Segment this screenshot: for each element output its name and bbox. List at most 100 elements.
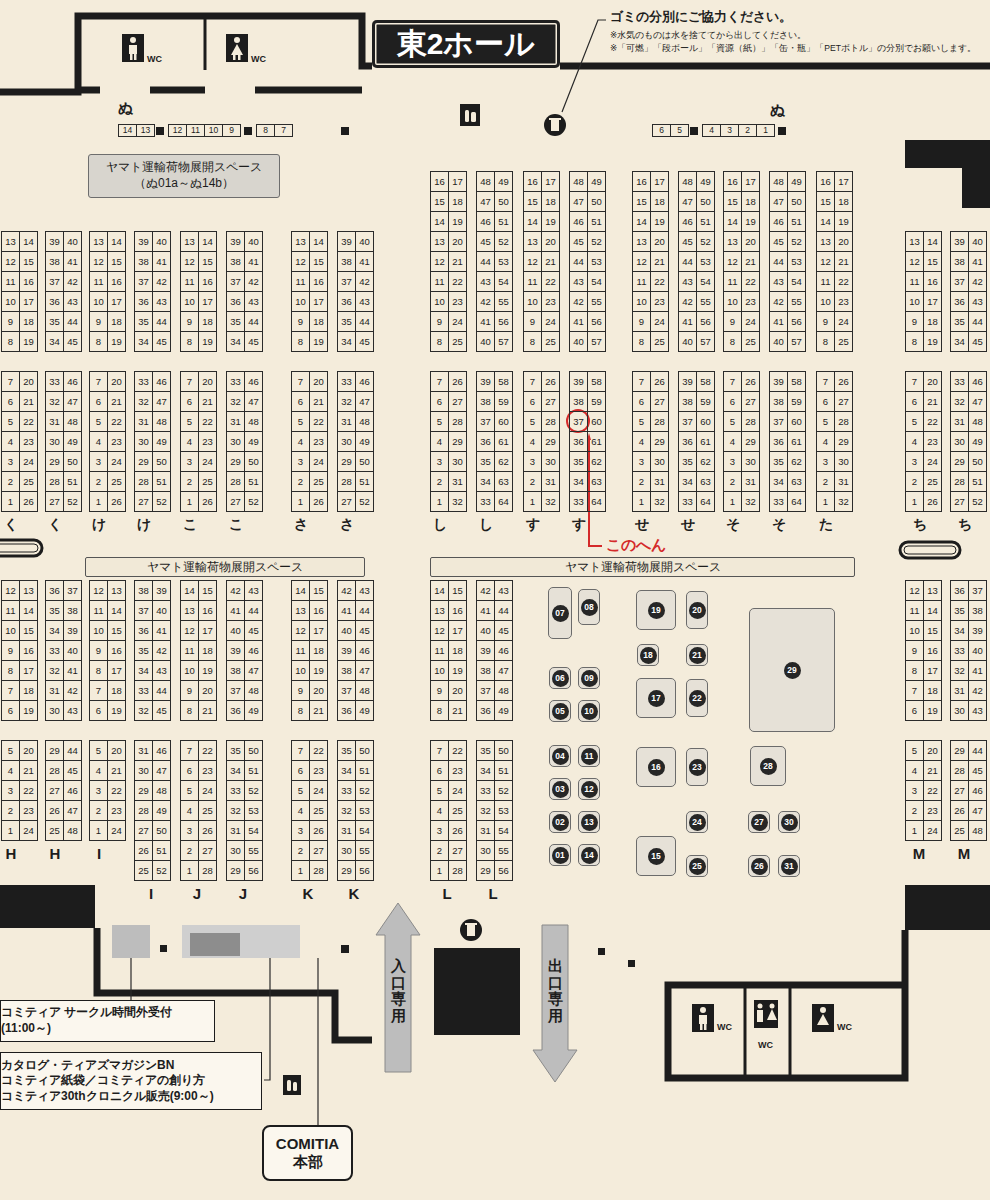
space-number: 3 [180,451,199,472]
space-number: 19 [448,660,467,681]
space-number: 29 [337,451,356,472]
space-number: 13 [107,580,126,601]
hall-wall [78,87,362,94]
space-number: 53 [494,800,513,821]
space-number: 36 [45,291,64,312]
space-number: 1 [430,860,449,881]
space-number: 11 [905,600,924,621]
space-number: 15 [723,191,742,212]
space-number: 1 [905,820,924,841]
space-number: 29 [45,451,64,472]
space-number: 40 [968,231,987,252]
restroom-icon [757,1010,763,1022]
booth-space: 20 [686,591,708,629]
space-number: 61 [494,431,513,452]
space-number: 14 [291,580,310,601]
space-number: 39 [569,371,588,392]
space-number: 2 [1,471,20,492]
space-number: 26 [134,840,153,861]
space-number: 30 [134,431,153,452]
space-number: 33 [337,371,356,392]
space-number: 36 [134,620,153,641]
space-number: 11 [1,600,20,621]
space-number: 54 [494,820,513,841]
space-number: 41 [569,311,588,332]
space-number: 7 [430,371,449,392]
space-number: 30 [45,700,64,721]
space-number: 34 [476,471,495,492]
room-partition [745,985,790,1078]
space-number: 12 [632,251,651,272]
space-number: 5 [1,411,20,432]
space-number: 6 [632,391,651,412]
booth-number: 07 [552,605,569,622]
space-number: 33 [769,491,788,512]
restroom-icon [700,1024,703,1030]
space-number: 42 [355,271,374,292]
space-number: 43 [476,271,495,292]
space-number: 15 [430,191,449,212]
space-number: 48 [244,411,263,432]
space-number: 6 [430,391,449,412]
space-number: 20 [198,371,217,392]
booth-space: 05 [549,700,571,722]
space-number: 42 [152,640,171,661]
space-number: 7 [1,680,20,701]
space-number: 49 [63,431,82,452]
space-number: 23 [19,800,38,821]
space-number: 26 [309,820,328,841]
space-number: 13 [180,231,199,252]
space-number: 35 [569,451,588,472]
notice-heading: ゴミの分別にご協力ください。 [610,10,792,24]
space-number: 14 [198,231,217,252]
space-number: 13 [523,231,542,252]
space-number: 27 [834,391,853,412]
space-number: 43 [63,700,82,721]
space-number: 22 [923,780,942,801]
restroom-icon [817,1014,829,1025]
space-number: 7 [180,740,199,761]
space-number: 51 [696,211,715,232]
booth-number: 22 [689,690,706,707]
booth-number: 14 [581,847,598,864]
space-number: 34 [45,331,64,352]
space-number: 28 [134,800,153,821]
booth-space: 13 [578,811,600,833]
space-number: 14 [19,600,38,621]
space-number: 43 [569,271,588,292]
space-number: 27 [134,491,153,512]
space-number: 39 [337,640,356,661]
space-number: 44 [244,600,263,621]
space-number: 35 [134,640,153,661]
space-number: 56 [244,860,263,881]
space-number: 13 [632,231,651,252]
restroom-icon [770,1004,775,1009]
booth-space: 28 [750,746,786,786]
space-number: 37 [45,271,64,292]
booth-number: 20 [689,602,706,619]
booth-number: 18 [640,647,657,664]
space-number: 44 [494,600,513,621]
space-number: 24 [650,311,669,332]
space-number: 62 [696,451,715,472]
space-number: 55 [494,291,513,312]
space-number: 27 [226,491,245,512]
space-number: 32 [476,800,495,821]
space-number: 2 [180,840,199,861]
space-number: 14 [107,231,126,252]
space-number: 4 [1,431,20,452]
space-number: 45 [769,231,788,252]
booth-space: 24 [686,811,708,833]
space-number: 32 [448,491,467,512]
space-number: 49 [696,171,715,192]
space-number: 46 [494,640,513,661]
space-number: 33 [337,780,356,801]
space-number: 53 [494,251,513,272]
space-number: 38 [226,660,245,681]
space-number: 38 [678,391,697,412]
red-annotation [567,410,589,432]
space-number: 19 [309,660,328,681]
space-number: 9 [89,311,108,332]
space-number: 50 [355,740,374,761]
space-number: 26 [950,800,969,821]
